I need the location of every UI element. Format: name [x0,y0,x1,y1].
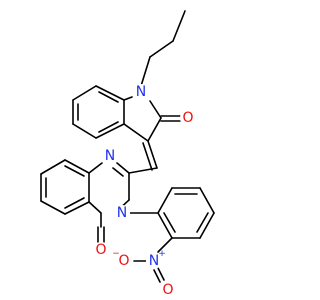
bond [163,212,176,233]
bond [149,100,162,119]
bond [147,140,158,169]
atom-oxygen-indole-carbonyl: O [182,110,193,126]
bond [72,123,97,139]
bond [147,117,162,142]
atom-oxygen-quinazolinone-carbonyl: O [95,242,106,258]
bond [157,212,173,239]
bond [157,237,173,253]
label-backdrop [93,242,109,258]
bond [140,56,151,87]
label-backdrop [133,84,149,100]
atom-nitrogen-quinazoline-3: N [117,205,127,221]
bond [116,162,130,174]
bond [128,167,158,174]
charge-plus: + [158,249,166,259]
bond [157,267,165,281]
atom-oxygen-nitro-anion: O [118,253,129,269]
bond [72,85,97,101]
bond [172,10,186,42]
atom-label-layer: N O N N O N + O − O [93,84,196,298]
bond [149,40,174,58]
bond-layer [40,10,215,283]
bond [64,197,85,209]
bond [123,123,149,142]
bond [40,159,66,175]
label-backdrop [114,205,130,221]
bond [123,96,133,101]
atom-oxygen-nitro-double: O [162,282,173,298]
label-backdrop [116,253,132,269]
molecule-canvas: N O N N O N + O − O [40,10,215,298]
label-backdrop [180,110,196,126]
bond [64,165,85,177]
bond [95,85,125,101]
molecule-structure: N O N N O N + O − O [40,10,215,298]
bond [112,167,124,177]
bond [98,121,119,133]
label-backdrop [160,282,176,298]
bond [157,187,173,214]
bond [95,123,125,139]
bond [40,200,66,215]
atom-nitrogen-quinazoline-1: N [105,148,115,164]
bond [196,212,209,233]
atom-nitrogen-indole: N [136,84,146,100]
charge-minus: − [112,249,120,259]
bond [142,142,153,171]
bond [64,201,90,215]
bond [64,159,90,174]
bond [199,212,215,239]
bond [88,201,102,214]
bond [98,91,119,103]
bond [199,187,215,214]
label-backdrop [146,253,162,269]
bond [153,269,161,283]
bond [88,162,103,174]
label-backdrop [102,148,118,164]
atom-nitrogen-nitro: N [149,253,159,269]
